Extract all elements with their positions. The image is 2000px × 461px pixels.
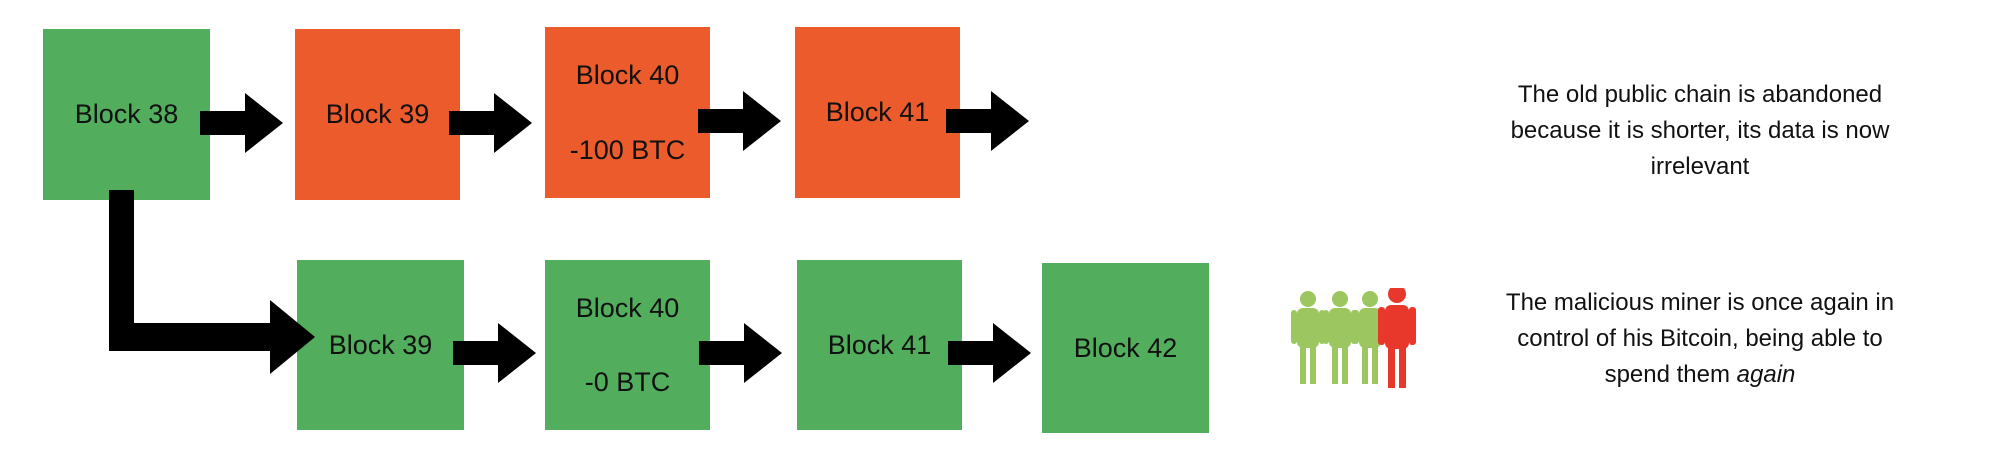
arrow-right-icon [699,323,782,383]
arrow-right-icon [948,323,1031,383]
block-detail: -100 BTC [569,134,686,165]
block-label: Block 41 [827,329,932,360]
arrow-right-icon [200,93,283,153]
old-block-39: Block 39 [295,29,460,200]
old-block-40: Block 40 -100 BTC [545,27,710,198]
arrow-right-icon [698,91,781,151]
arrow-right-icon [449,93,532,153]
block-label: Block 40 [575,60,680,91]
block-label: Block 42 [1073,332,1178,363]
block-label: Block 41 [825,97,930,128]
new-block-41: Block 41 [797,260,962,430]
block-label: Block 39 [328,329,433,360]
block-detail: -0 BTC [584,367,671,397]
new-block-40: Block 40 -0 BTC [545,260,710,430]
block-label: Block 38 [74,99,179,130]
emphasis-text: again [1736,361,1796,388]
block-label: Block 39 [325,99,430,130]
person-icon [1323,291,1357,384]
people-group-icon [1291,288,1416,388]
old-block-41: Block 41 [795,27,960,198]
new-block-42: Block 42 [1042,263,1209,433]
fork-arrow-icon [109,190,315,374]
new-chain-note: The malicious miner is once again in con… [1505,289,1895,388]
arrow-right-icon [453,323,536,383]
old-chain-note: The old public chain is abandoned becaus… [1510,81,1890,180]
arrow-right-icon [946,91,1029,151]
block-label: Block 40 [575,292,680,323]
new-block-39: Block 39 [297,260,464,430]
person-icon [1353,291,1381,384]
person-icon [1291,291,1325,384]
block-38: Block 38 [43,29,210,200]
malicious-miner-icon [1378,288,1416,388]
